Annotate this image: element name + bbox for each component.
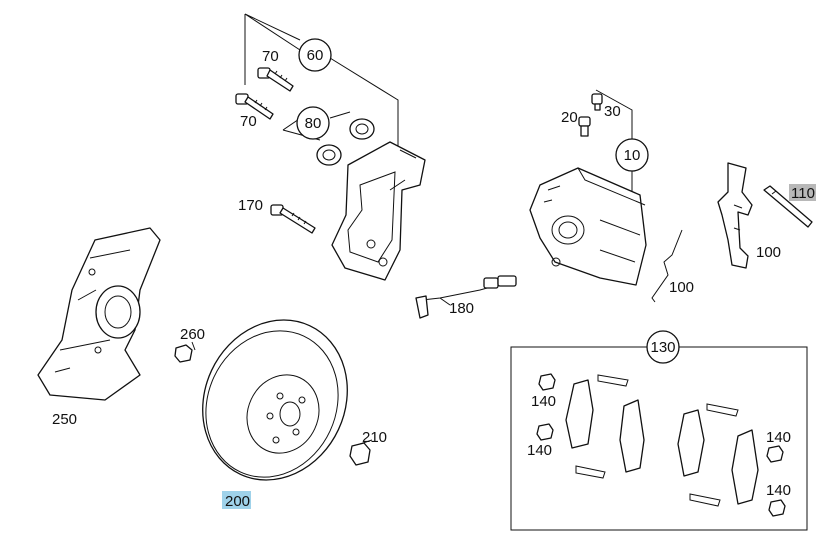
label-140-b: 140 [527,442,552,459]
label-20: 20 [561,109,578,126]
callout-80: 80 [296,106,330,140]
label-140-d: 140 [766,482,791,499]
label-180: 180 [449,300,474,317]
screw-140-b [536,423,554,441]
bleed-screw-30 [591,93,603,111]
callout-130: 130 [646,330,680,364]
anti-rattle-spring-100 [717,162,753,269]
caliper-housing-group [529,89,683,303]
label-210: 210 [362,429,387,446]
label-100-upper: 100 [756,244,781,261]
label-250: 250 [52,411,77,428]
label-140-c: 140 [766,429,791,446]
bushing-80-b [316,144,342,166]
guide-pin-group [717,162,813,269]
screw-140-d [768,499,786,517]
brake-pad-kit-130: 130 [510,330,808,531]
callout-60: 60 [298,38,332,72]
label-70-lower: 70 [240,113,257,130]
wear-sensor-180 [415,275,517,319]
label-130: 130 [650,339,675,356]
highlight-200 [222,491,251,509]
label-260: 260 [180,326,205,343]
label-60: 60 [307,47,324,64]
highlight-110 [789,184,816,201]
screw-140-a [538,373,556,391]
dust-shield-250 [37,227,161,401]
caliper-carrier [331,141,426,281]
screw-210 [349,439,373,466]
callout-10: 10 [615,138,649,172]
label-140-a: 140 [531,393,556,410]
label-70-upper: 70 [262,48,279,65]
label-110: 110 [791,185,815,202]
brake-caliper [529,167,647,286]
screw-140-c [766,445,784,463]
bleed-valve-20 [578,116,591,137]
label-200: 200 [225,493,250,510]
label-30: 30 [604,103,621,120]
bolt-70-lower [235,93,274,120]
label-100-lower: 100 [669,279,694,296]
screw-260 [174,341,196,363]
label-80: 80 [305,115,322,132]
bolt-70-upper [257,67,294,92]
brake-disc-200 [202,319,348,481]
guide-pin-110 [763,185,813,228]
spring-clip-100 [651,229,683,303]
bushing-80-a [349,118,375,140]
label-170: 170 [238,197,263,214]
bolt-170 [270,204,316,234]
label-10: 10 [624,147,641,164]
caliper-carrier-group [235,13,426,281]
